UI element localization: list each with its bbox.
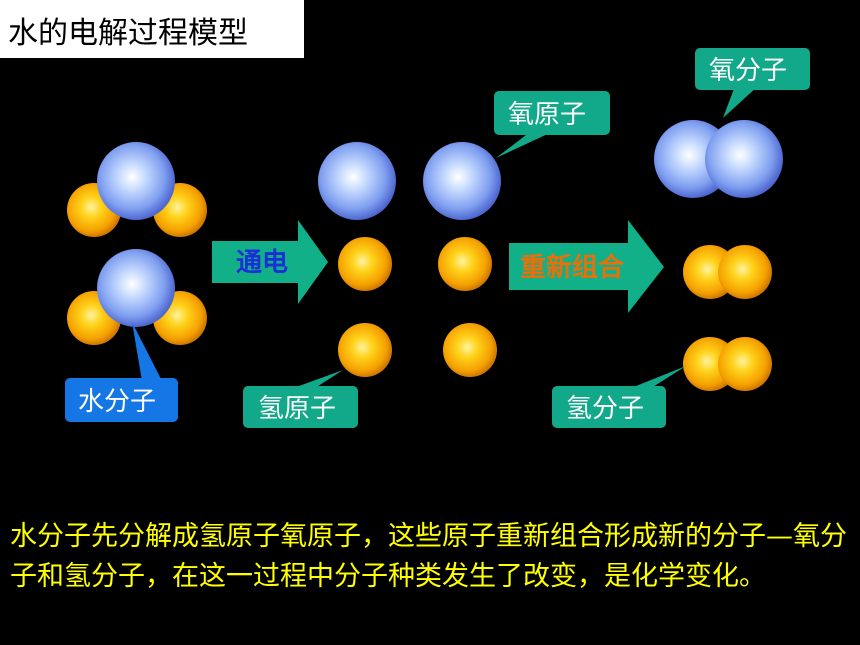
water-molecule-label: 水分子 (78, 387, 156, 417)
recombine-arrow-label: 重新组合 (520, 252, 625, 283)
oxygen-atom (705, 120, 783, 198)
hydrogen-atom (338, 237, 392, 291)
explanation-text: 水分子先分解成氢原子氧原子，这些原子重新组合形成新的分子—氧分子和氢分子，在这一… (10, 521, 847, 592)
oxygen-atom (423, 142, 501, 220)
electrolysis-arrow (212, 220, 328, 304)
oxygen-atom (318, 142, 396, 220)
recombine-arrow (509, 220, 664, 313)
water-molecule-top (67, 142, 207, 237)
hydrogen-atom-label: 氢原子 (258, 394, 336, 424)
oxygen-atom (97, 142, 175, 220)
hydrogen-atom (443, 323, 497, 377)
oxygen-molecule (654, 120, 783, 198)
hydrogen-atom (338, 323, 392, 377)
hydrogen-atom (718, 337, 772, 391)
hydrogen-molecule-label: 氢分子 (566, 394, 644, 424)
hydrogen-atom-callout: 氢原子 (243, 370, 358, 428)
electrolysis-arrow-label: 通电 (236, 248, 288, 278)
hydrogen-molecule-bottom (683, 337, 772, 391)
oxygen-molecule-label: 氧分子 (709, 56, 787, 86)
oxygen-atom-callout: 氧原子 (494, 91, 610, 158)
oxygen-molecule-callout: 氧分子 (695, 48, 810, 118)
page-title: 水的电解过程模型 (8, 16, 248, 51)
hydrogen-atom (438, 237, 492, 291)
oxygen-atom-label: 氧原子 (508, 100, 586, 130)
hydrogen-molecule-top (683, 245, 772, 299)
oxygen-atom (97, 249, 175, 327)
water-molecule-bottom (67, 249, 207, 345)
hydrogen-molecule-callout: 氢分子 (552, 366, 686, 428)
water-molecule-callout: 水分子 (65, 322, 178, 422)
title-box: 水的电解过程模型 (0, 0, 304, 58)
hydrogen-atom (718, 245, 772, 299)
